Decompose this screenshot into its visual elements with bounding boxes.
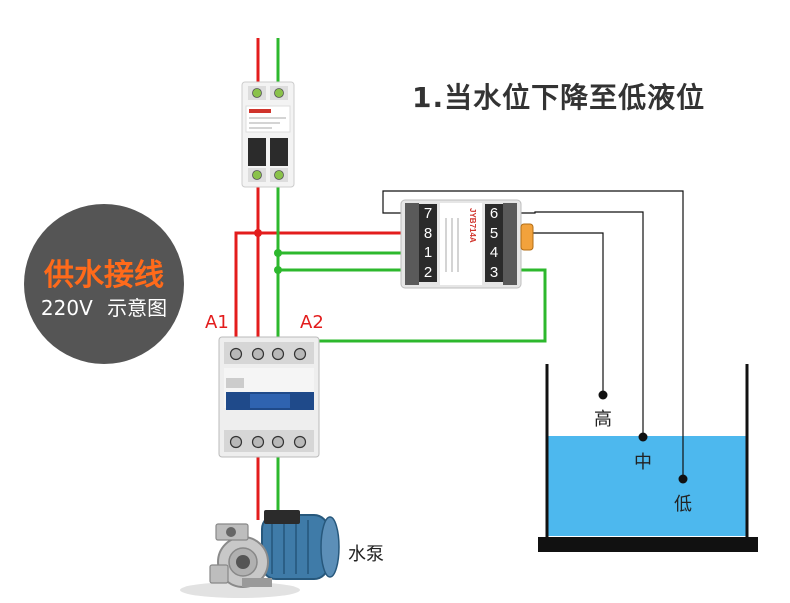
probe-wire-low [382, 190, 684, 478]
badge-subtitle: 220V 示意图 [24, 292, 184, 321]
water-pump [180, 510, 340, 598]
relay-terminal: 4 [489, 244, 499, 261]
probe-label-low: 低 [674, 494, 692, 515]
relay-terminal: 5 [489, 224, 499, 242]
breaker-handle-left [248, 138, 266, 166]
relay-clip [520, 223, 534, 251]
relay-model: JYB714A [468, 208, 477, 243]
circuit-breaker [241, 81, 295, 188]
junction-dot [274, 266, 282, 274]
water-body [547, 436, 747, 536]
probe-label-mid: 中 [634, 452, 652, 473]
info-badge: 供水接线 220V 示意图 [24, 204, 184, 364]
relay-terminal: 1 [423, 244, 433, 261]
tank-base [538, 537, 758, 552]
probe-mid-dot [638, 432, 648, 442]
badge-title: 供水接线 [44, 258, 164, 293]
breaker-handle-right [270, 138, 288, 166]
probe-wire-high [517, 232, 604, 394]
water-tank [538, 364, 758, 552]
probe-high-dot [598, 390, 608, 400]
junction-dot [274, 249, 282, 257]
probe-wires [382, 190, 684, 478]
relay-terminal: 2 [423, 263, 433, 281]
probe-low-dot [678, 474, 688, 484]
pump-label: 水泵 [348, 544, 384, 565]
relay-terminal: 6 [489, 205, 499, 222]
probe-label-high: 高 [594, 409, 612, 430]
terminal-label-a2: A2 [300, 312, 324, 333]
relay-terminal: 7 [423, 205, 433, 222]
relay-right-terminals: 6 5 4 3 [485, 204, 503, 282]
neutral-wires [276, 38, 547, 520]
badge-voltage: 220V [40, 296, 93, 320]
relay-terminal: 3 [489, 263, 499, 281]
probe-wire-mid [517, 211, 644, 436]
terminal-label-a1: A1 [205, 312, 229, 333]
pump-terminal-box [264, 510, 300, 524]
live-to-a1 [234, 231, 258, 350]
junction-dot [254, 229, 262, 237]
level-relay [400, 199, 534, 289]
page-title: 1.当水位下降至低液位 [412, 81, 706, 114]
badge-diagram-label: 示意图 [107, 296, 168, 320]
relay-left-terminals: 7 8 1 2 [419, 204, 437, 282]
relay-3-to-a2 [310, 268, 547, 343]
contactor [218, 336, 320, 458]
relay-terminal: 8 [423, 224, 433, 242]
